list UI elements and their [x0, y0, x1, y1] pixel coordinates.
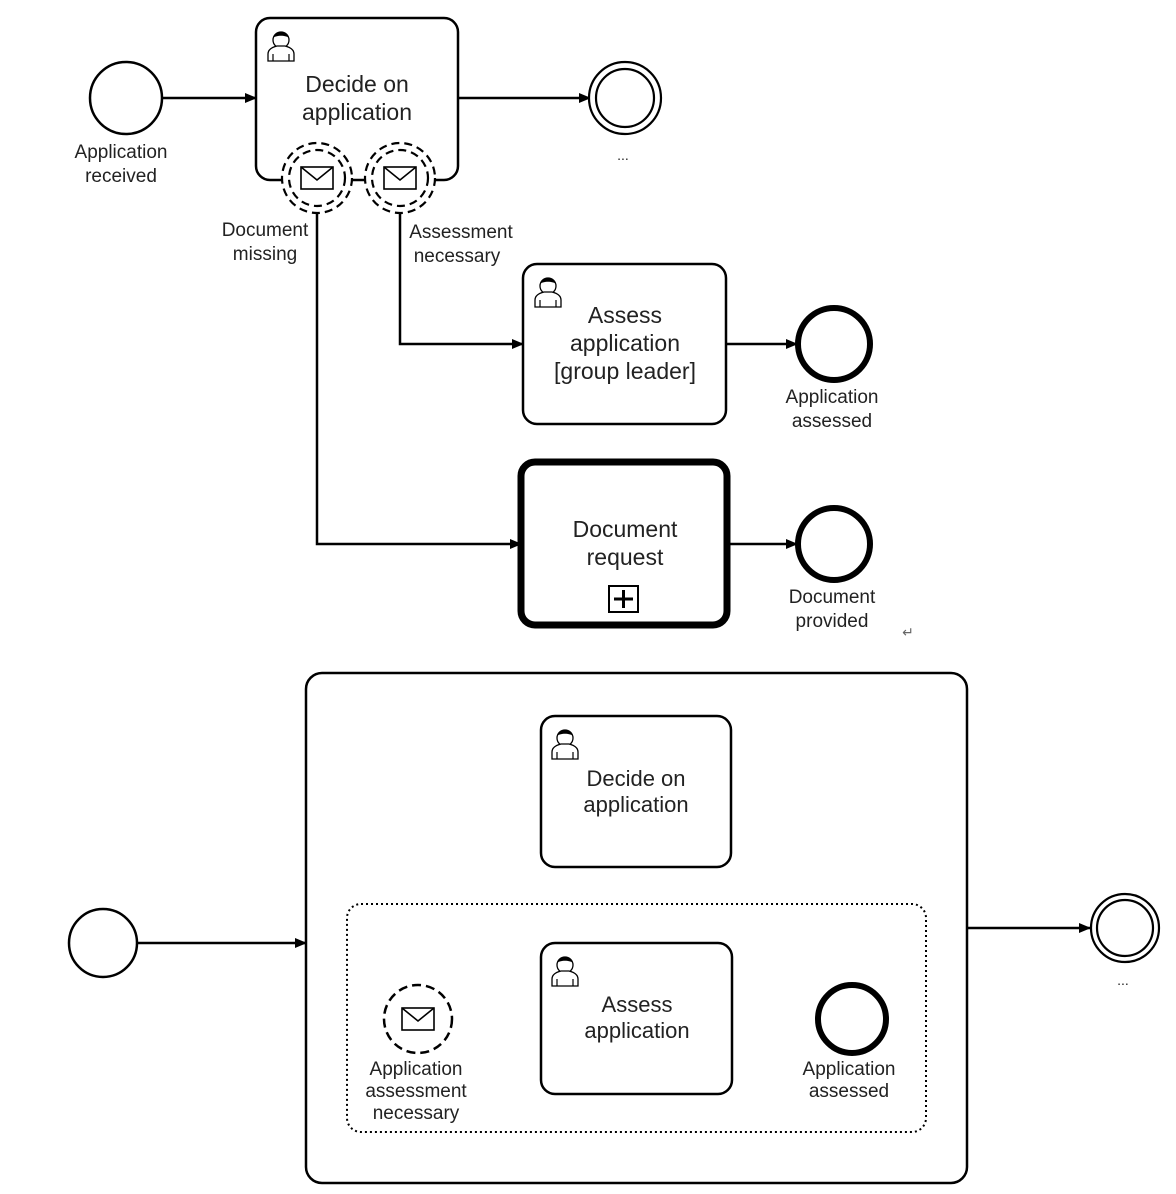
assess-task-line-3: [group leader] [554, 358, 696, 384]
bottom-assessed-label-2: assessed [809, 1081, 889, 1102]
document-request-line-1: Document [573, 516, 678, 542]
boundary-event-document-missing[interactable] [280, 141, 354, 215]
document-missing-label-1: Document [222, 220, 309, 241]
start-event-label-2: received [85, 166, 157, 187]
start-event-label-1: Application [75, 142, 168, 163]
assessment-necessary-label-2: necessary [414, 246, 501, 267]
decide-task[interactable] [254, 16, 460, 182]
end-event-bottom-assessed[interactable] [815, 982, 889, 1056]
envelope-icon [401, 1007, 435, 1031]
end-event-application-assessed[interactable] [795, 305, 873, 383]
document-provided-label-2: provided [796, 611, 869, 632]
application-assessed-label-1: Application [786, 387, 879, 408]
start-event-bottom[interactable] [67, 907, 139, 979]
end-event-bottom[interactable] [1089, 892, 1161, 964]
envelope-icon [300, 166, 334, 190]
return-symbol: ↵ [902, 624, 914, 640]
assessment-necessary-label-1: Assessment [409, 222, 513, 243]
end-event-bottom-label: ... [1117, 972, 1129, 988]
end-event-top-label: ... [617, 147, 629, 163]
flow-missing-to-document-request[interactable] [315, 211, 522, 549]
decide-task-bottom-line-1: Decide on [586, 766, 685, 791]
assess-task-line-1: Assess [588, 302, 662, 328]
message-start-event[interactable] [382, 983, 454, 1055]
message-start-label-1: Application [370, 1059, 463, 1080]
bottom-assessed-label-1: Application [803, 1059, 896, 1080]
document-provided-label-1: Document [789, 587, 876, 608]
document-missing-label-2: missing [233, 244, 297, 265]
decide-task-line-1: Decide on [305, 71, 409, 97]
assess-task-group-leader[interactable] [521, 262, 728, 426]
envelope-icon [383, 166, 417, 190]
assess-task-bottom-line-2: application [584, 1018, 689, 1043]
flow-assessment-to-assess-task[interactable] [398, 211, 524, 349]
document-request-line-2: request [587, 544, 664, 570]
decide-task-line-2: application [302, 99, 412, 125]
event-subprocess[interactable] [346, 903, 927, 1133]
start-event[interactable] [88, 60, 164, 136]
document-request-subprocess[interactable] [517, 458, 731, 629]
message-start-label-3: necessary [373, 1103, 460, 1124]
decide-task-bottom[interactable] [539, 714, 733, 869]
collapsed-subprocess-marker[interactable] [608, 585, 639, 613]
message-start-label-2: assessment [365, 1081, 467, 1102]
expanded-subprocess[interactable] [304, 671, 969, 1185]
end-event-document-provided[interactable] [795, 505, 873, 583]
decide-task-bottom-line-2: application [583, 792, 688, 817]
assess-task-line-2: application [570, 330, 680, 356]
top-process: Application received Decide on applicati… [75, 16, 914, 640]
end-event-top[interactable] [587, 60, 663, 136]
bottom-process: Decide on application Application assess… [67, 671, 1161, 1185]
boundary-event-assessment-necessary[interactable] [363, 141, 437, 215]
assess-task-bottom[interactable] [539, 941, 734, 1096]
assess-task-bottom-line-1: Assess [602, 992, 673, 1017]
application-assessed-label-2: assessed [792, 411, 872, 432]
